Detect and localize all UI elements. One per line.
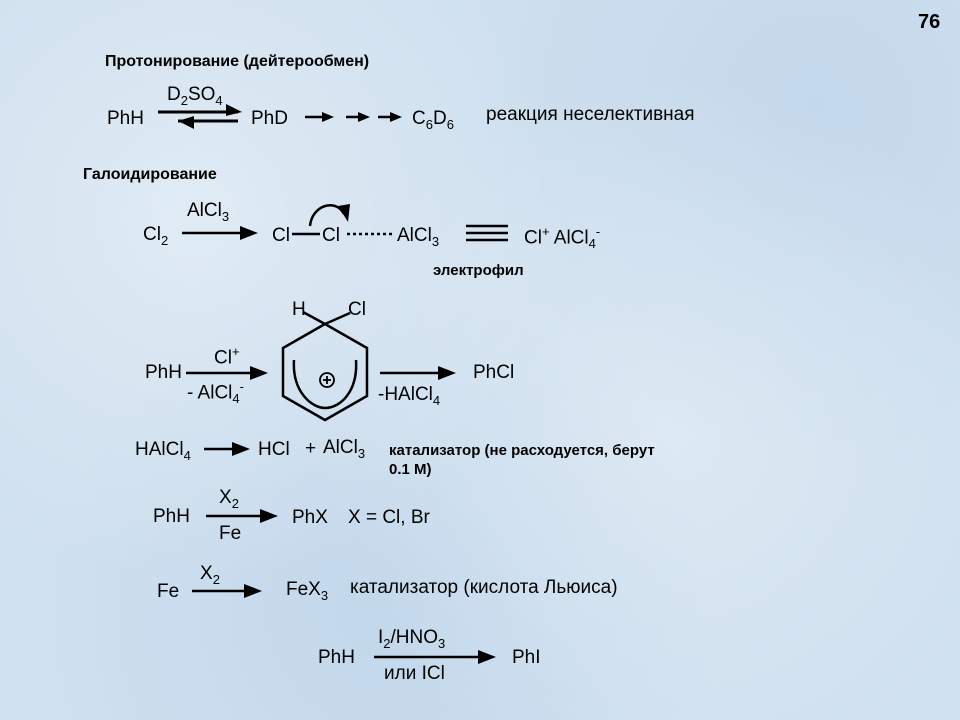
catalyst-note-line1: катализатор (не расходуется, берут — [389, 442, 655, 459]
sub-3c: 3 — [357, 445, 366, 461]
plus-sign: + — [305, 438, 317, 459]
sub-4d: 4 — [432, 392, 441, 408]
sub-2b: 2 — [160, 232, 169, 248]
arrow-cl2 — [182, 226, 258, 240]
elimination-halcl4: -HAlCl4 — [378, 384, 441, 408]
sub-6a: 6 — [425, 116, 433, 132]
sigma-complex-ring — [281, 310, 369, 422]
sub-2: 2 — [180, 92, 188, 108]
page-number: 76 — [918, 11, 941, 33]
product-hcl: HCl — [258, 439, 290, 460]
product-phcl: PhCl — [473, 362, 515, 383]
sup-minus: - — [595, 224, 601, 239]
reactant-halcl4: HAlCl4 — [135, 439, 191, 463]
section-heading-protonation: Протонирование (дейтерообмен) — [105, 53, 370, 70]
reactant-fe: Fe — [157, 581, 180, 602]
equivalence-sign — [466, 224, 508, 242]
sub-6b: 6 — [446, 116, 454, 132]
ion-pair: Cl+ AlCl4- — [524, 224, 601, 252]
electrophile-label: электрофил — [433, 262, 524, 279]
reagent-x2-b: X2 — [200, 563, 220, 587]
complex-cl-left: Cl — [272, 225, 290, 246]
complex-cl-right: Cl — [322, 225, 340, 246]
note-lewis-acid: катализатор (кислота Льюиса) — [350, 577, 618, 598]
arrow-phh-sigma — [186, 366, 268, 380]
sub-3b: 3 — [431, 233, 440, 249]
dashed-arrows — [305, 112, 402, 122]
section-heading-halogenation: Галоидирование — [83, 166, 217, 183]
reactant-phh-4: PhH — [318, 647, 355, 668]
sub-4b: 4 — [588, 236, 596, 252]
product-c6d6: C6D6 — [412, 108, 454, 132]
reagent-or-icl: или ICl — [384, 663, 445, 684]
sup-minus2: - — [239, 379, 244, 394]
product-phx: PhX — [292, 507, 328, 528]
ring-cl: Cl — [348, 299, 366, 320]
ring-h: H — [292, 299, 306, 320]
product-phd: PhD — [251, 108, 288, 129]
reactant-cl2: Cl2 — [143, 224, 169, 248]
catalyst-note-line2: 0.1 M) — [389, 461, 432, 478]
sub-4e: 4 — [183, 447, 191, 463]
reagent-alcl3: AlCl3 — [187, 200, 230, 224]
arrow-fe-fex3 — [192, 584, 262, 598]
reactant-phh: PhH — [107, 108, 144, 129]
sup-plus: + — [541, 224, 550, 239]
equilibrium-arrow — [158, 104, 242, 129]
sub-2d: 2 — [212, 571, 220, 587]
product-alcl3: AlCl3 — [323, 437, 366, 461]
note-x-halogens: X = Cl, Br — [348, 507, 430, 528]
arrow-halcl4 — [204, 442, 250, 456]
sub-2e: 2 — [383, 635, 391, 651]
reagent-x2: X2 — [219, 487, 239, 511]
arrow-phh-phi — [374, 650, 496, 664]
sub-4c: 4 — [232, 391, 240, 407]
complex-alcl3: AlCl3 — [397, 225, 440, 249]
sub-3e: 3 — [438, 635, 446, 651]
product-fex3: FeX3 — [286, 579, 329, 603]
sub-3d: 3 — [320, 587, 329, 603]
product-phi: PhI — [512, 647, 541, 668]
arrow-sigma-phcl — [380, 366, 456, 380]
reagent-d2so4: D2SO4 — [167, 84, 223, 108]
sup-plus2: + — [231, 344, 240, 359]
sub-4: 4 — [215, 92, 223, 108]
sub-2c: 2 — [231, 495, 239, 511]
reagent-i2-hno3: I2/HNO3 — [378, 627, 446, 651]
reagent-fe: Fe — [219, 523, 242, 544]
curved-electron-arrow — [308, 203, 350, 227]
arrow-phh-phx — [206, 509, 278, 523]
note-nonselective: реакция неселективная — [486, 104, 695, 125]
reagent-cl-plus: Cl+ — [214, 344, 240, 369]
reactant-phh-3: PhH — [153, 506, 190, 527]
reagent-minus-alcl4: - AlCl4- — [187, 379, 244, 407]
sub-3: 3 — [221, 208, 230, 224]
reactant-phh-2: PhH — [145, 362, 182, 383]
